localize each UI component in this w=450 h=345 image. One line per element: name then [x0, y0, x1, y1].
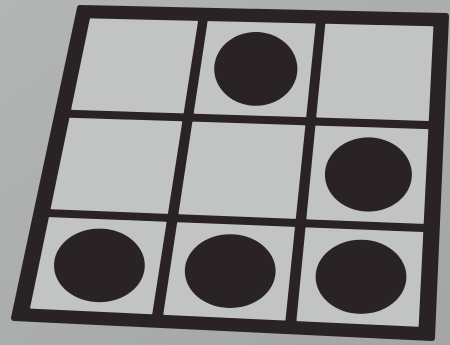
- grid-cell-r1-c3: [317, 25, 433, 121]
- glider-dot-r1-c2: [214, 32, 297, 106]
- glider-dot-r3-c2: [185, 234, 276, 308]
- grid-cell-r2-c1: [51, 118, 181, 213]
- glider-dot-r3-c1: [54, 229, 145, 303]
- grid-cell-r2-c2: [179, 122, 304, 218]
- grid-cell-r1-c1: [72, 19, 197, 112]
- grid-board: [14, 8, 446, 338]
- glider-dot-r2-c3: [325, 137, 412, 211]
- glider-dot-r3-c3: [316, 240, 407, 314]
